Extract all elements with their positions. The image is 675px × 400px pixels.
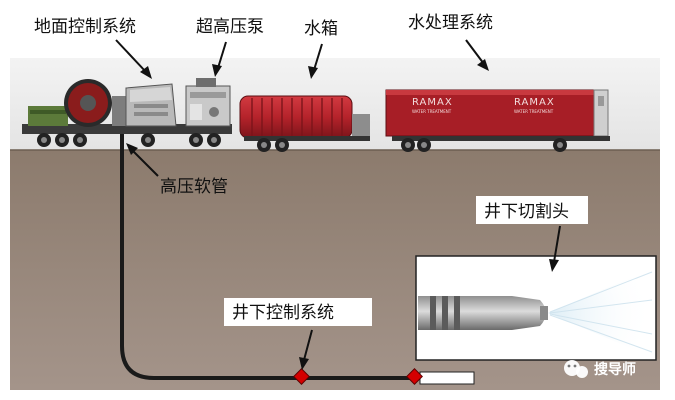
label-ground-control-system: 地面控制系统 [34, 17, 136, 37]
trailer-subtitle-1: WATER TREATMENT [412, 109, 452, 114]
high-pressure-hose [120, 134, 420, 380]
trailer-brand-1: RAMAX [412, 97, 453, 108]
label-bg-downhole-head [476, 196, 588, 224]
control-node-2 [406, 368, 423, 385]
water-tank-trailer [239, 95, 370, 152]
control-node-1 [293, 368, 310, 385]
water-jet [548, 268, 654, 358]
label-high-pressure-hose: 高压软管 [160, 177, 228, 197]
label-ultra-high-pressure-pump: 超高压泵 [196, 17, 264, 37]
label-downhole-control-system: 井下控制系统 [232, 303, 334, 323]
pump-unit [185, 78, 231, 147]
water-treatment-trailer: RAMAX WATER TREATMENT RAMAX WATER TREATM… [385, 89, 610, 152]
label-water-treatment-system: 水处理系统 [408, 13, 493, 33]
label-downhole-cutting-head: 井下切割头 [484, 202, 569, 222]
trailer-subtitle-2: WATER TREATMENT [514, 109, 554, 114]
label-bg-downhole-control [224, 298, 372, 326]
watermark: 搜导师 [564, 360, 636, 378]
trailer-brand-2: RAMAX [514, 97, 555, 108]
label-water-tank: 水箱 [304, 19, 338, 39]
downhole-inset [415, 255, 657, 361]
cutting-head-tool [418, 296, 548, 330]
callout-arrows [115, 39, 561, 370]
downhole-tool-body [419, 371, 475, 385]
watermark-text: 搜导师 [594, 361, 636, 378]
ground-control-truck [22, 79, 232, 147]
